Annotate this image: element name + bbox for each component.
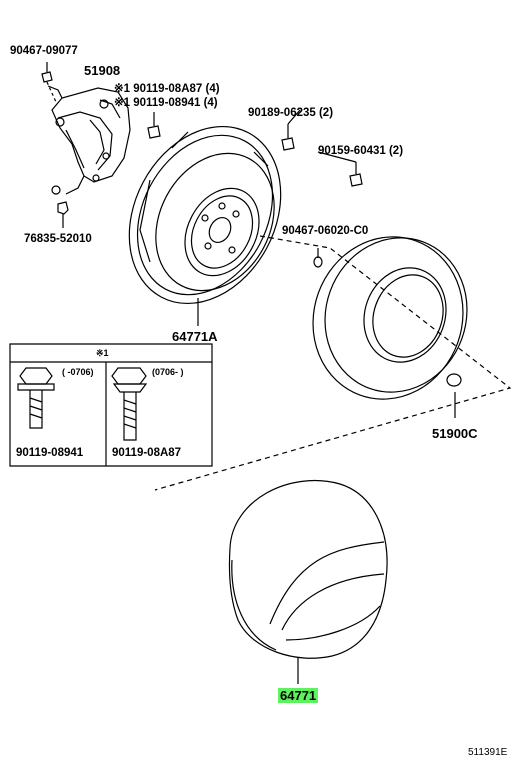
label-wheel: 64771A xyxy=(172,329,218,344)
inset-title: ※1 xyxy=(96,348,109,358)
tire-valve-part xyxy=(447,374,461,386)
label-note-bolt-a: ※1 90119-08A87 (4) xyxy=(114,83,220,95)
bracket-part xyxy=(48,86,130,194)
label-wheel-screw: 90467-06020-C0 xyxy=(282,225,369,237)
spare-wheel-part xyxy=(100,100,311,330)
label-bolt-right-b: 90159-60431 (2) xyxy=(318,145,404,157)
inset-box xyxy=(10,344,212,466)
bolt-top-part xyxy=(42,62,52,82)
tire-part xyxy=(290,216,488,421)
bolt-right-bracket xyxy=(148,112,160,138)
inset-left-range: ( -0706) xyxy=(62,367,94,377)
inset-right-range: (0706- ) xyxy=(152,367,184,377)
inset-bolt-left xyxy=(18,368,54,428)
label-note-bolt-b: ※1 90119-08941 (4) xyxy=(114,97,218,109)
inset-right-part: 90119-08A87 xyxy=(112,447,182,459)
inset-left-part: 90119-08941 xyxy=(16,447,84,459)
wheel-screw-part xyxy=(314,248,322,267)
bolt-wheel-a xyxy=(282,124,294,150)
label-bolt-right-a: 90189-06235 (2) xyxy=(248,107,334,119)
label-bolt-top: 90467-09077 xyxy=(10,45,78,57)
bolt-wheel-b xyxy=(350,162,362,186)
label-bracket: 51908 xyxy=(84,63,121,78)
clip-part xyxy=(58,202,68,228)
inset-bolt-right xyxy=(112,368,146,440)
label-cover: 64771 xyxy=(278,688,319,703)
wheel-cover-part xyxy=(229,481,387,659)
label-clip-left: 76835-52010 xyxy=(24,233,92,245)
diagram-id: 511391E xyxy=(468,747,508,758)
label-tire: 51900C xyxy=(432,426,478,441)
